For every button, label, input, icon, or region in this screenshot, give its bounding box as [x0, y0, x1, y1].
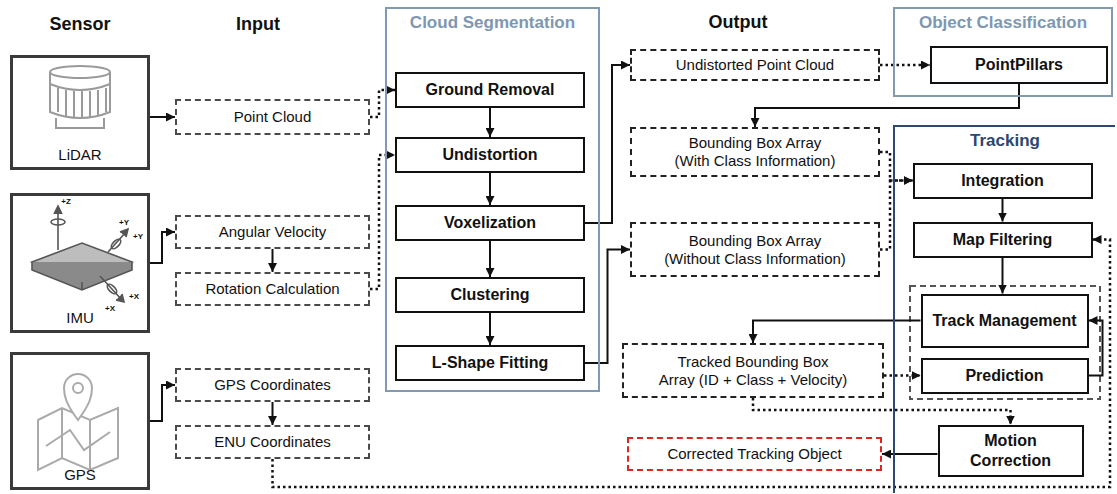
dotted-arrow [884, 374, 921, 377]
process-box: Ground Removal [395, 72, 585, 108]
result-box: Corrected Tracking Object [627, 437, 882, 471]
axis-label: +Z [61, 197, 71, 206]
dotted-arrow [370, 90, 395, 117]
box-label: Corrected Tracking Object [667, 445, 841, 463]
panel-heading: Cloud Segmentation [410, 13, 575, 33]
column-header: Output [709, 12, 768, 33]
box-label: ENU Coordinates [214, 433, 331, 451]
dotted-arrow [880, 152, 913, 181]
box-label: Motion Correction [946, 431, 1076, 469]
dotted-arrow [880, 181, 913, 250]
track-group-outline [910, 286, 1100, 399]
solid-arrow [585, 65, 630, 223]
box-label: Angular Velocity [219, 223, 327, 241]
box-label: Bounding Box Array (With Class Informati… [654, 134, 856, 170]
dotted-arrow [753, 398, 1011, 425]
solid-arrow [150, 385, 175, 421]
box-label: GPS Coordinates [214, 376, 331, 394]
axis-label: +Y [119, 218, 129, 227]
column-header: Input [236, 14, 280, 35]
process-box: PointPillars [930, 46, 1108, 84]
axis-label: +X [129, 292, 139, 301]
module-panel: Cloud SegmentationGround RemovalUndistor… [385, 7, 600, 392]
box-label: Integration [961, 171, 1044, 190]
sensor-box: LiDAR [10, 55, 150, 170]
box-label: Bounding Box Array (Without Class Inform… [654, 232, 856, 268]
box-label: Undistorted Point Cloud [676, 56, 834, 74]
dotted-arrow [880, 64, 930, 67]
solid-arrow [272, 249, 274, 272]
lidar-icon [50, 66, 110, 128]
box-label: Track Management [932, 311, 1076, 330]
gps-map-icon [38, 374, 118, 470]
box-label: Undistortion [442, 145, 537, 164]
box-label: Map Filtering [953, 230, 1053, 249]
solid-arrow [489, 108, 491, 137]
solid-arrow [489, 173, 491, 205]
panel-heading: Object Classification [919, 13, 1087, 33]
imu-icon [32, 206, 132, 302]
process-box: Prediction [921, 358, 1089, 394]
process-box: Undistortion [395, 137, 585, 173]
process-box: Motion Correction [938, 425, 1084, 477]
output-box: Undistorted Point Cloud [630, 49, 880, 81]
process-box: Clustering [395, 277, 585, 313]
box-label: PointPillars [975, 55, 1063, 74]
box-label: Rotation Calculation [205, 280, 339, 298]
box-label: Ground Removal [426, 80, 555, 99]
solid-arrow [882, 453, 938, 455]
process-box: Map Filtering [913, 222, 1093, 258]
process-box: Track Management [921, 294, 1089, 348]
box-label: Point Cloud [234, 108, 312, 126]
box-label: L-Shape Fitting [432, 353, 548, 372]
solid-arrow [489, 241, 491, 277]
input-box: ENU Coordinates [175, 425, 370, 459]
input-box: Rotation Calculation [175, 272, 370, 306]
box-label: IMU [66, 309, 94, 327]
solid-arrow [272, 402, 274, 425]
output-box: Bounding Box Array (Without Class Inform… [630, 222, 880, 277]
panel-heading: Tracking [970, 131, 1040, 151]
box-label: Prediction [965, 366, 1043, 385]
solid-arrow [489, 313, 491, 345]
output-box: Bounding Box Array (With Class Informati… [630, 127, 880, 177]
solid-arrow [150, 232, 175, 263]
module-panel: Object ClassificationPointPillars [893, 7, 1113, 97]
box-label: Voxelization [444, 213, 536, 232]
output-box: Tracked Bounding Box Array (ID + Class +… [622, 343, 884, 398]
input-box: GPS Coordinates [175, 368, 370, 402]
input-box: Angular Velocity [175, 215, 370, 249]
box-label: Tracked Bounding Box Array (ID + Class +… [646, 353, 860, 389]
solid-arrow [150, 116, 175, 118]
sensor-box: GPS [10, 352, 150, 490]
solid-arrow [755, 84, 1019, 127]
process-box: Voxelization [395, 205, 585, 241]
solid-arrow [1002, 199, 1004, 222]
box-label: Clustering [450, 285, 529, 304]
input-box: Point Cloud [175, 99, 370, 135]
box-label: LiDAR [58, 146, 101, 164]
box-label: GPS [64, 466, 96, 484]
axis-label: +X [105, 304, 115, 313]
process-box: L-Shape Fitting [395, 345, 585, 381]
dotted-arrow [370, 155, 395, 289]
solid-arrow [1002, 258, 1004, 294]
solid-arrow [1089, 321, 1103, 376]
axis-label: +Y [133, 232, 143, 241]
process-box: Integration [913, 163, 1093, 199]
solid-arrow [753, 321, 921, 344]
sensor-box: IMU [10, 193, 150, 333]
module-panel: TrackingIntegrationMap FilteringTrack Ma… [893, 125, 1115, 493]
column-header: Sensor [49, 14, 110, 35]
